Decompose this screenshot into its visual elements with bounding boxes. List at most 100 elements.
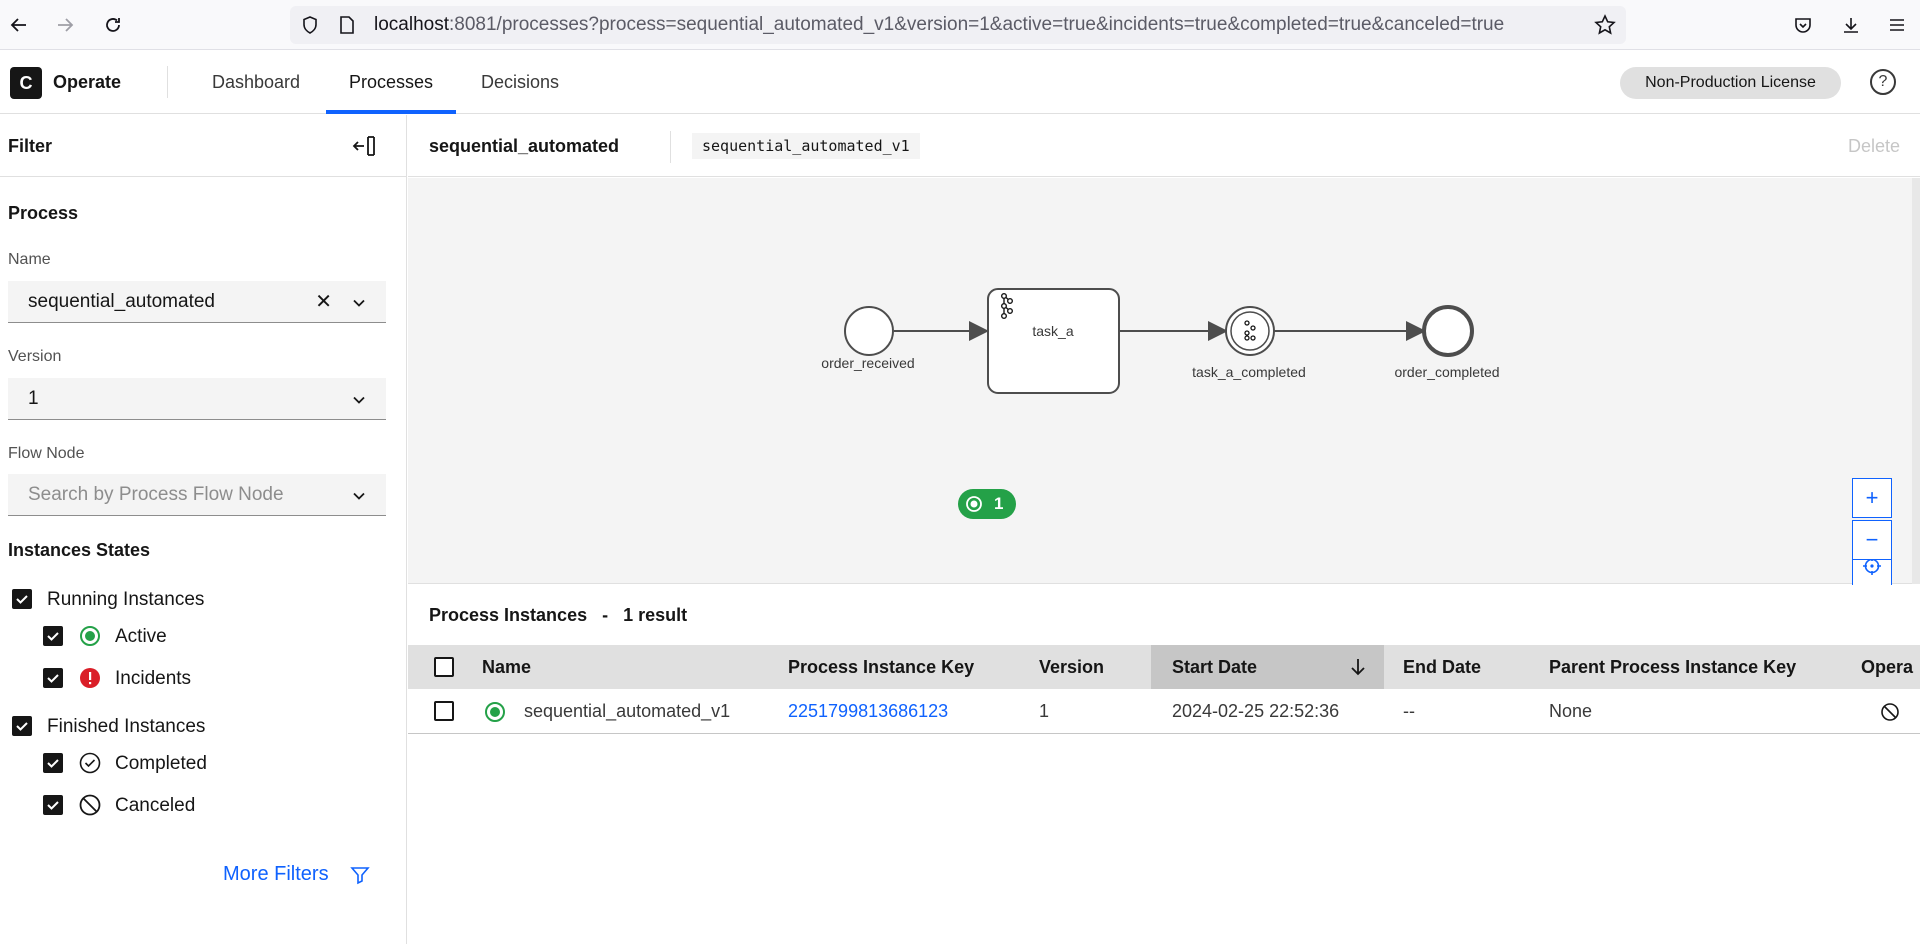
more-filters-button[interactable]: More Filters bbox=[223, 863, 329, 885]
finished-instances-checkbox[interactable] bbox=[12, 716, 32, 736]
start-event[interactable] bbox=[844, 306, 894, 356]
process-name: sequential_automated bbox=[429, 136, 620, 156]
filter-header: Filter bbox=[0, 115, 407, 177]
instances-title: Process Instances bbox=[429, 605, 588, 625]
row-checkbox[interactable] bbox=[434, 701, 454, 721]
camunda-logo[interactable]: C bbox=[10, 67, 42, 99]
filter-funnel-icon[interactable] bbox=[350, 865, 370, 885]
active-token-badge[interactable]: 1 bbox=[958, 489, 1016, 519]
flow-node-select[interactable]: Search by Process Flow Node bbox=[8, 474, 386, 516]
name-label: Name bbox=[8, 251, 51, 268]
column-name[interactable]: Name bbox=[482, 657, 532, 677]
service-task[interactable] bbox=[987, 288, 1120, 394]
shield-icon[interactable] bbox=[300, 15, 320, 40]
flow-node-label: Flow Node bbox=[8, 445, 85, 462]
running-instances-label[interactable]: Running Instances bbox=[47, 589, 205, 610]
active-state-icon bbox=[80, 626, 100, 646]
version-value: 1 bbox=[28, 388, 39, 409]
cancel-instance-icon[interactable] bbox=[1880, 702, 1900, 722]
column-operations: Opera bbox=[1861, 657, 1914, 677]
url-host: localhost bbox=[374, 14, 449, 35]
instance-key-link[interactable]: 2251799813686123 bbox=[788, 701, 949, 721]
address-bar[interactable]: localhost:8081/processes?process=sequent… bbox=[290, 6, 1626, 44]
zoom-out-button[interactable]: − bbox=[1852, 520, 1892, 560]
running-instances-checkbox[interactable] bbox=[12, 589, 32, 609]
reload-icon[interactable] bbox=[98, 10, 128, 40]
active-state-icon bbox=[485, 702, 505, 722]
bpmn-canvas bbox=[844, 288, 1474, 394]
chevron-down-icon[interactable] bbox=[352, 296, 366, 310]
select-all-checkbox[interactable] bbox=[434, 657, 454, 677]
zoom-in-button[interactable]: + bbox=[1852, 478, 1892, 518]
forward-icon[interactable] bbox=[50, 10, 80, 40]
column-start-date[interactable]: Start Date bbox=[1172, 657, 1258, 677]
intermediate-event[interactable] bbox=[1225, 306, 1275, 356]
active-checkbox[interactable] bbox=[43, 626, 63, 646]
column-end-date[interactable]: End Date bbox=[1403, 657, 1482, 677]
incidents-checkbox[interactable] bbox=[43, 668, 63, 688]
app-name[interactable]: Operate bbox=[53, 72, 122, 92]
instance-end-date: -- bbox=[1403, 701, 1415, 721]
menu-icon[interactable] bbox=[1882, 10, 1912, 40]
url-text[interactable]: localhost:8081/processes?process=sequent… bbox=[374, 6, 1504, 44]
header-divider bbox=[670, 131, 671, 163]
completed-label[interactable]: Completed bbox=[115, 753, 207, 774]
finished-instances-label[interactable]: Finished Instances bbox=[47, 716, 206, 737]
sort-descending-icon[interactable] bbox=[1348, 657, 1368, 677]
column-process-instance-key[interactable]: Process Instance Key bbox=[788, 657, 975, 677]
app-header: C Operate Dashboard Processes Decisions … bbox=[0, 50, 1920, 114]
process-name-value: sequential_automated bbox=[28, 291, 215, 312]
tab-decisions[interactable]: Decisions bbox=[481, 72, 560, 92]
bookmark-star-icon[interactable] bbox=[1594, 14, 1616, 41]
column-version[interactable]: Version bbox=[1039, 657, 1105, 677]
instance-start-date: 2024-02-25 22:52:36 bbox=[1172, 701, 1340, 721]
bpmn-diagram[interactable]: order_received task_a task_a_completed o… bbox=[408, 178, 1912, 586]
column-parent-process-instance-key[interactable]: Parent Process Instance Key bbox=[1549, 657, 1797, 677]
download-icon[interactable] bbox=[1836, 10, 1866, 40]
version-select[interactable]: 1 bbox=[8, 378, 386, 420]
completed-checkbox[interactable] bbox=[43, 753, 63, 773]
help-icon[interactable]: ? bbox=[1870, 69, 1896, 95]
sorted-column-highlight bbox=[1151, 645, 1384, 689]
chevron-down-icon[interactable] bbox=[352, 489, 366, 503]
start-event-label: order_received bbox=[821, 355, 915, 371]
instances-header: Process Instances - 1 result bbox=[408, 585, 1920, 645]
tab-processes[interactable]: Processes bbox=[326, 50, 457, 114]
chevron-down-icon[interactable] bbox=[352, 393, 366, 407]
end-event-label: order_completed bbox=[1394, 364, 1500, 380]
canceled-label[interactable]: Canceled bbox=[115, 795, 196, 816]
instance-version: 1 bbox=[1039, 701, 1050, 721]
table-row[interactable]: sequential_automated_v1 2251799813686123… bbox=[408, 689, 1920, 734]
clear-selection-icon[interactable]: ✕ bbox=[315, 291, 332, 313]
task-label: task_a bbox=[1032, 323, 1074, 339]
active-state-icon bbox=[966, 496, 982, 512]
table-header: Name Process Instance Key Version Start … bbox=[408, 645, 1920, 689]
collapse-panel-icon[interactable] bbox=[352, 133, 378, 159]
canceled-state-icon bbox=[79, 794, 101, 816]
instances-separator: - bbox=[602, 605, 609, 625]
end-event[interactable] bbox=[1422, 305, 1474, 357]
pocket-icon[interactable] bbox=[1788, 10, 1818, 40]
flow-node-placeholder: Search by Process Flow Node bbox=[28, 484, 284, 505]
job-worker-icon bbox=[1244, 320, 1256, 341]
page-icon bbox=[338, 15, 356, 40]
active-label[interactable]: Active bbox=[115, 626, 167, 647]
process-header: sequential_automated sequential_automate… bbox=[408, 115, 1920, 177]
instance-name: sequential_automated_v1 bbox=[524, 701, 731, 721]
delete-button[interactable]: Delete bbox=[1847, 136, 1900, 156]
instances-result-count: 1 result bbox=[623, 605, 688, 625]
version-label: Version bbox=[8, 348, 62, 365]
header-divider bbox=[167, 66, 168, 98]
diagram-scrollbar[interactable] bbox=[1912, 178, 1920, 584]
main-content: sequential_automated sequential_automate… bbox=[408, 115, 1920, 944]
service-task-icon bbox=[1001, 292, 1014, 319]
instance-parent-key: None bbox=[1549, 701, 1593, 721]
tab-dashboard[interactable]: Dashboard bbox=[212, 72, 301, 92]
instances-title-line: Process Instances - 1 result bbox=[429, 585, 687, 645]
filter-panel: Filter Process Name sequential_automated… bbox=[0, 115, 407, 944]
canceled-checkbox[interactable] bbox=[43, 795, 63, 815]
process-name-select[interactable]: sequential_automated ✕ bbox=[8, 281, 386, 323]
incidents-label[interactable]: Incidents bbox=[115, 668, 192, 689]
license-badge[interactable]: Non-Production License bbox=[1620, 67, 1841, 99]
back-icon[interactable] bbox=[4, 10, 34, 40]
